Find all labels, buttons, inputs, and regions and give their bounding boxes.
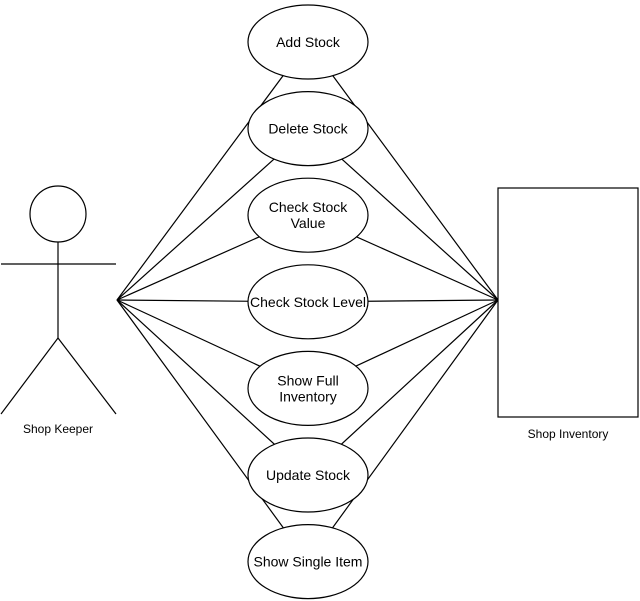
actor-left-leg — [0, 337, 59, 415]
use-case-show-single-item: Show Single Item — [247, 523, 369, 600]
use-case-update-stock: Update Stock — [247, 437, 369, 513]
actor-head — [29, 185, 87, 243]
actor-stick-figure — [0, 185, 117, 415]
use-case-ellipse — [247, 91, 369, 167]
use-case-ellipse — [247, 264, 369, 340]
use-case-label: Value — [291, 215, 326, 231]
actor-label: Shop Keeper — [23, 422, 93, 436]
association-line-actor — [116, 41, 309, 301]
association-line-system — [307, 41, 499, 301]
use-case-add-stock: Add Stock — [247, 4, 369, 80]
use-case-label: Check Stock Level — [250, 294, 366, 310]
association-line-system — [307, 299, 499, 562]
use-case-label: Delete Stock — [268, 121, 348, 137]
use-case-label: Check Stock — [269, 199, 349, 215]
use-case-ellipse — [247, 437, 369, 513]
use-case-ellipse — [247, 523, 369, 600]
system-box — [497, 187, 639, 418]
use-case-label: Show Full — [277, 372, 338, 388]
actor-right-leg — [57, 337, 117, 415]
use-case-label: Update Stock — [266, 467, 351, 483]
use-case-label: Inventory — [279, 388, 337, 404]
use-case-label: Show Single Item — [254, 554, 363, 570]
system-label: Shop Inventory — [528, 427, 609, 441]
use-case-ellipse — [247, 4, 369, 80]
use-case-delete-stock: Delete Stock — [247, 91, 369, 167]
association-line-actor — [116, 299, 309, 562]
use-case-ellipse — [247, 350, 369, 426]
use-case-ellipse — [247, 177, 369, 253]
use-case-check-stock-level: Check Stock Level — [247, 264, 369, 340]
use-case-label: Add Stock — [276, 34, 341, 50]
